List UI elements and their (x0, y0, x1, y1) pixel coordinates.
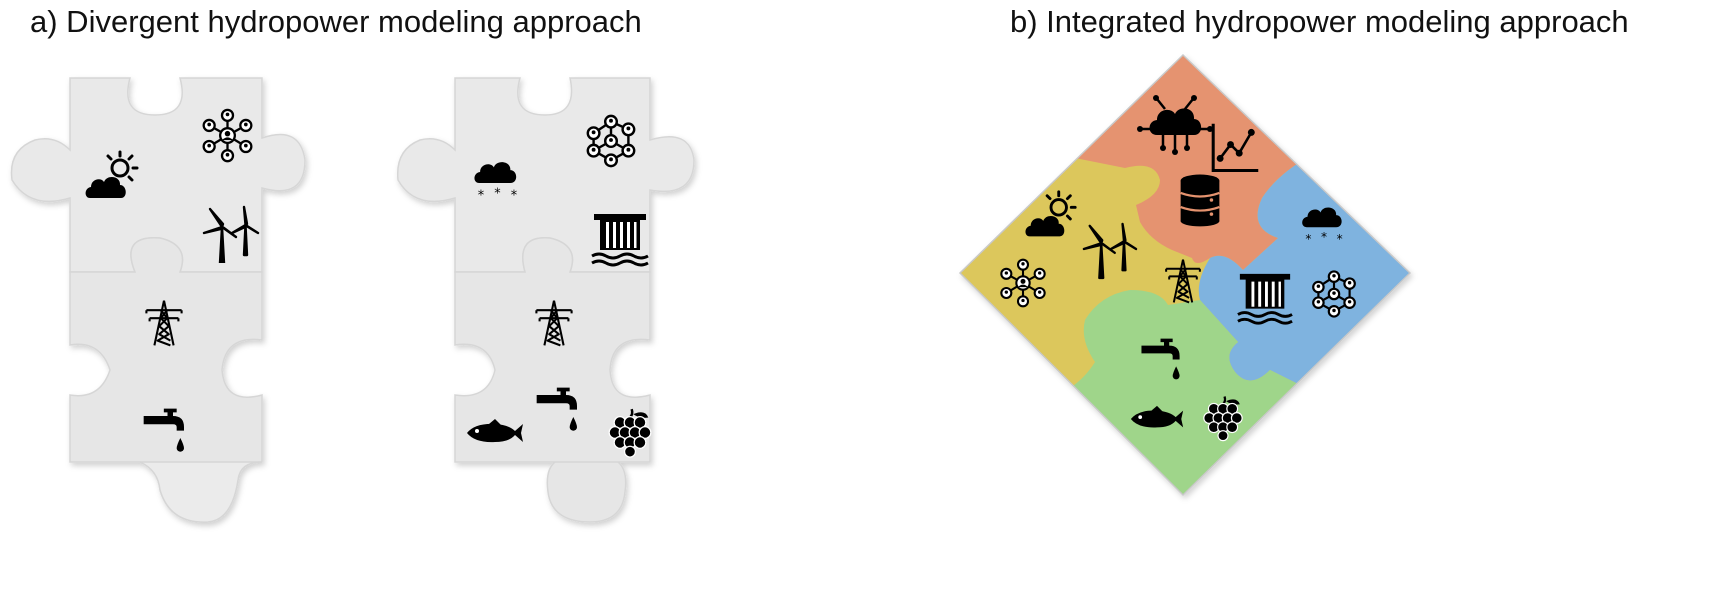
puzzle-stack-left (10, 77, 306, 523)
tile-green (1070, 290, 1300, 495)
puzzle-piece-mid-bottom (454, 237, 651, 523)
tile-blue (1198, 162, 1410, 385)
puzzle-stack-middle (396, 77, 695, 523)
panel-b-title: b) Integrated hydropower modeling approa… (1010, 4, 1629, 39)
panel-a-title: a) Divergent hydropower modeling approac… (30, 4, 642, 39)
database-icon (1179, 173, 1221, 228)
